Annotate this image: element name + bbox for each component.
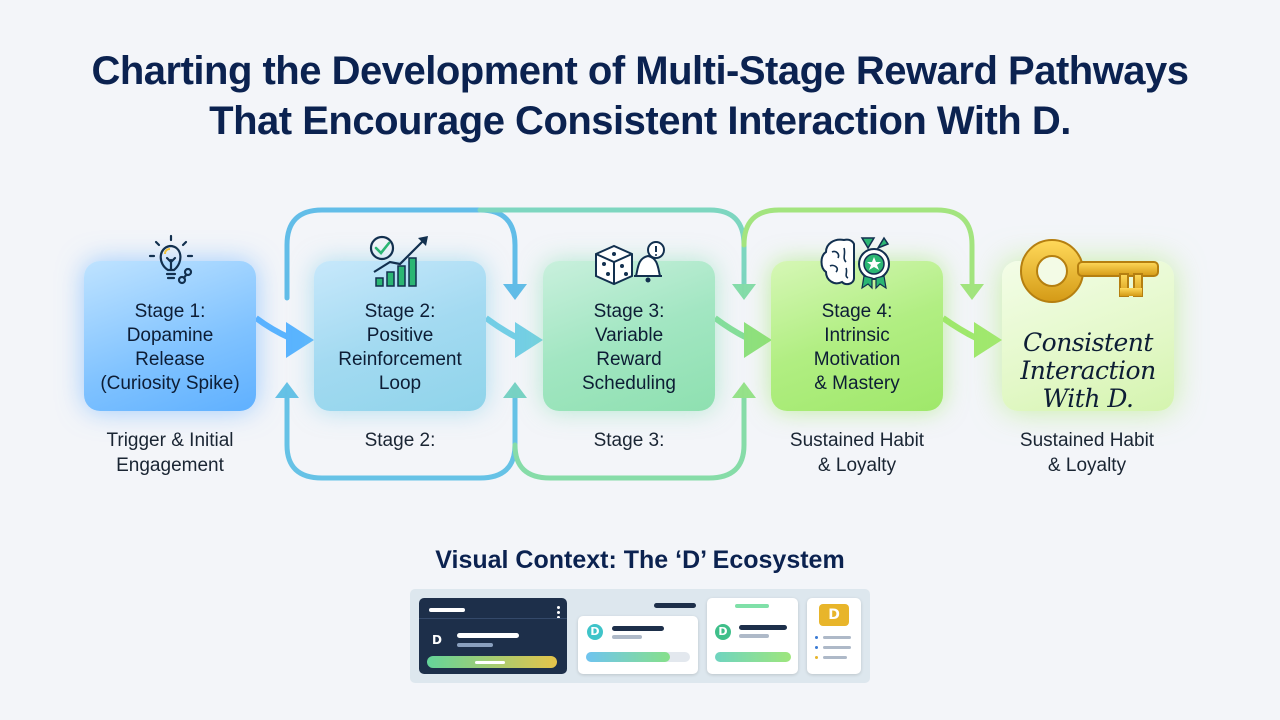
card-app-panel: D <box>707 598 798 674</box>
bottom-loop-2 <box>512 389 747 481</box>
page-title: Charting the Development of Multi-Stage … <box>0 46 1280 146</box>
top-loop-3-arrowhead <box>960 284 984 300</box>
bottom-loop-1 <box>284 385 518 481</box>
bottom-loop-1-arrowhead <box>275 382 299 398</box>
title-line-1: Charting the Development of Multi-Stage … <box>91 49 1189 93</box>
forward-arrow-1-head <box>286 322 314 358</box>
outcome-caption: Sustained Habit & Loyalty <box>1019 430 1155 476</box>
d-logo-icon: D <box>587 624 603 640</box>
lightbulb-icon <box>148 234 194 285</box>
ecosystem-preview: D D D D <box>410 589 870 683</box>
stage-2-label: Stage 2: Positive Reinforcement Loop <box>338 301 462 394</box>
d-logo-icon: D <box>819 604 849 626</box>
top-loop-1-arrowhead <box>503 284 527 300</box>
growth-chart-icon <box>369 235 428 287</box>
bottom-loop-1b-arrowhead <box>503 382 527 398</box>
forward-arrow-3 <box>713 315 749 341</box>
forward-arrow-3-head <box>744 322 772 358</box>
forward-arrow-4 <box>941 315 978 341</box>
stage-1-caption: Trigger & Initial Engagement <box>106 430 234 476</box>
outcome-label: Consistent Interaction With D. <box>1020 328 1156 413</box>
stage-4-card: Stage 4: Intrinsic Motivation & Mastery <box>771 261 943 411</box>
forward-arrow-4-head <box>974 322 1002 358</box>
d-logo-icon: D <box>715 624 731 640</box>
brain-badge-icon <box>820 236 890 290</box>
light-app-panel: D <box>578 616 698 674</box>
stage-1-card: Stage 1: Dopamine Release (Curiosity Spi… <box>84 261 256 411</box>
stage-1-label: Stage 1: Dopamine Release (Curiosity Spi… <box>100 301 240 394</box>
dark-app-panel: D <box>419 598 567 674</box>
dice-bell-icon <box>595 241 665 286</box>
stage-2-caption: Stage 2: <box>364 430 436 451</box>
forward-arrow-1 <box>254 315 292 341</box>
title-line-2: That Encourage Consistent Interaction Wi… <box>209 99 1071 143</box>
stage-4-label: Stage 4: Intrinsic Motivation & Mastery <box>813 301 901 394</box>
reward-app-panel: D <box>807 598 861 674</box>
top-loop-2-arrowhead <box>732 284 756 300</box>
d-logo-icon: D <box>432 633 442 647</box>
bottom-loop-2-arrowhead <box>732 382 756 398</box>
stage-3-label: Stage 3: Variable Reward Scheduling <box>581 301 677 394</box>
forward-arrow-2 <box>484 315 520 341</box>
golden-key-icon <box>1020 239 1159 303</box>
stage-4-caption: Sustained Habit & Loyalty <box>789 430 925 476</box>
stage-3-caption: Stage 3: <box>593 430 665 451</box>
top-loop-3 <box>741 207 975 293</box>
context-title: Visual Context: The ‘D’ Ecosystem <box>435 546 845 574</box>
forward-arrow-2-head <box>515 322 543 358</box>
top-loop-1 <box>284 207 518 301</box>
stage-3-card: Stage 3: Variable Reward Scheduling <box>543 261 715 411</box>
